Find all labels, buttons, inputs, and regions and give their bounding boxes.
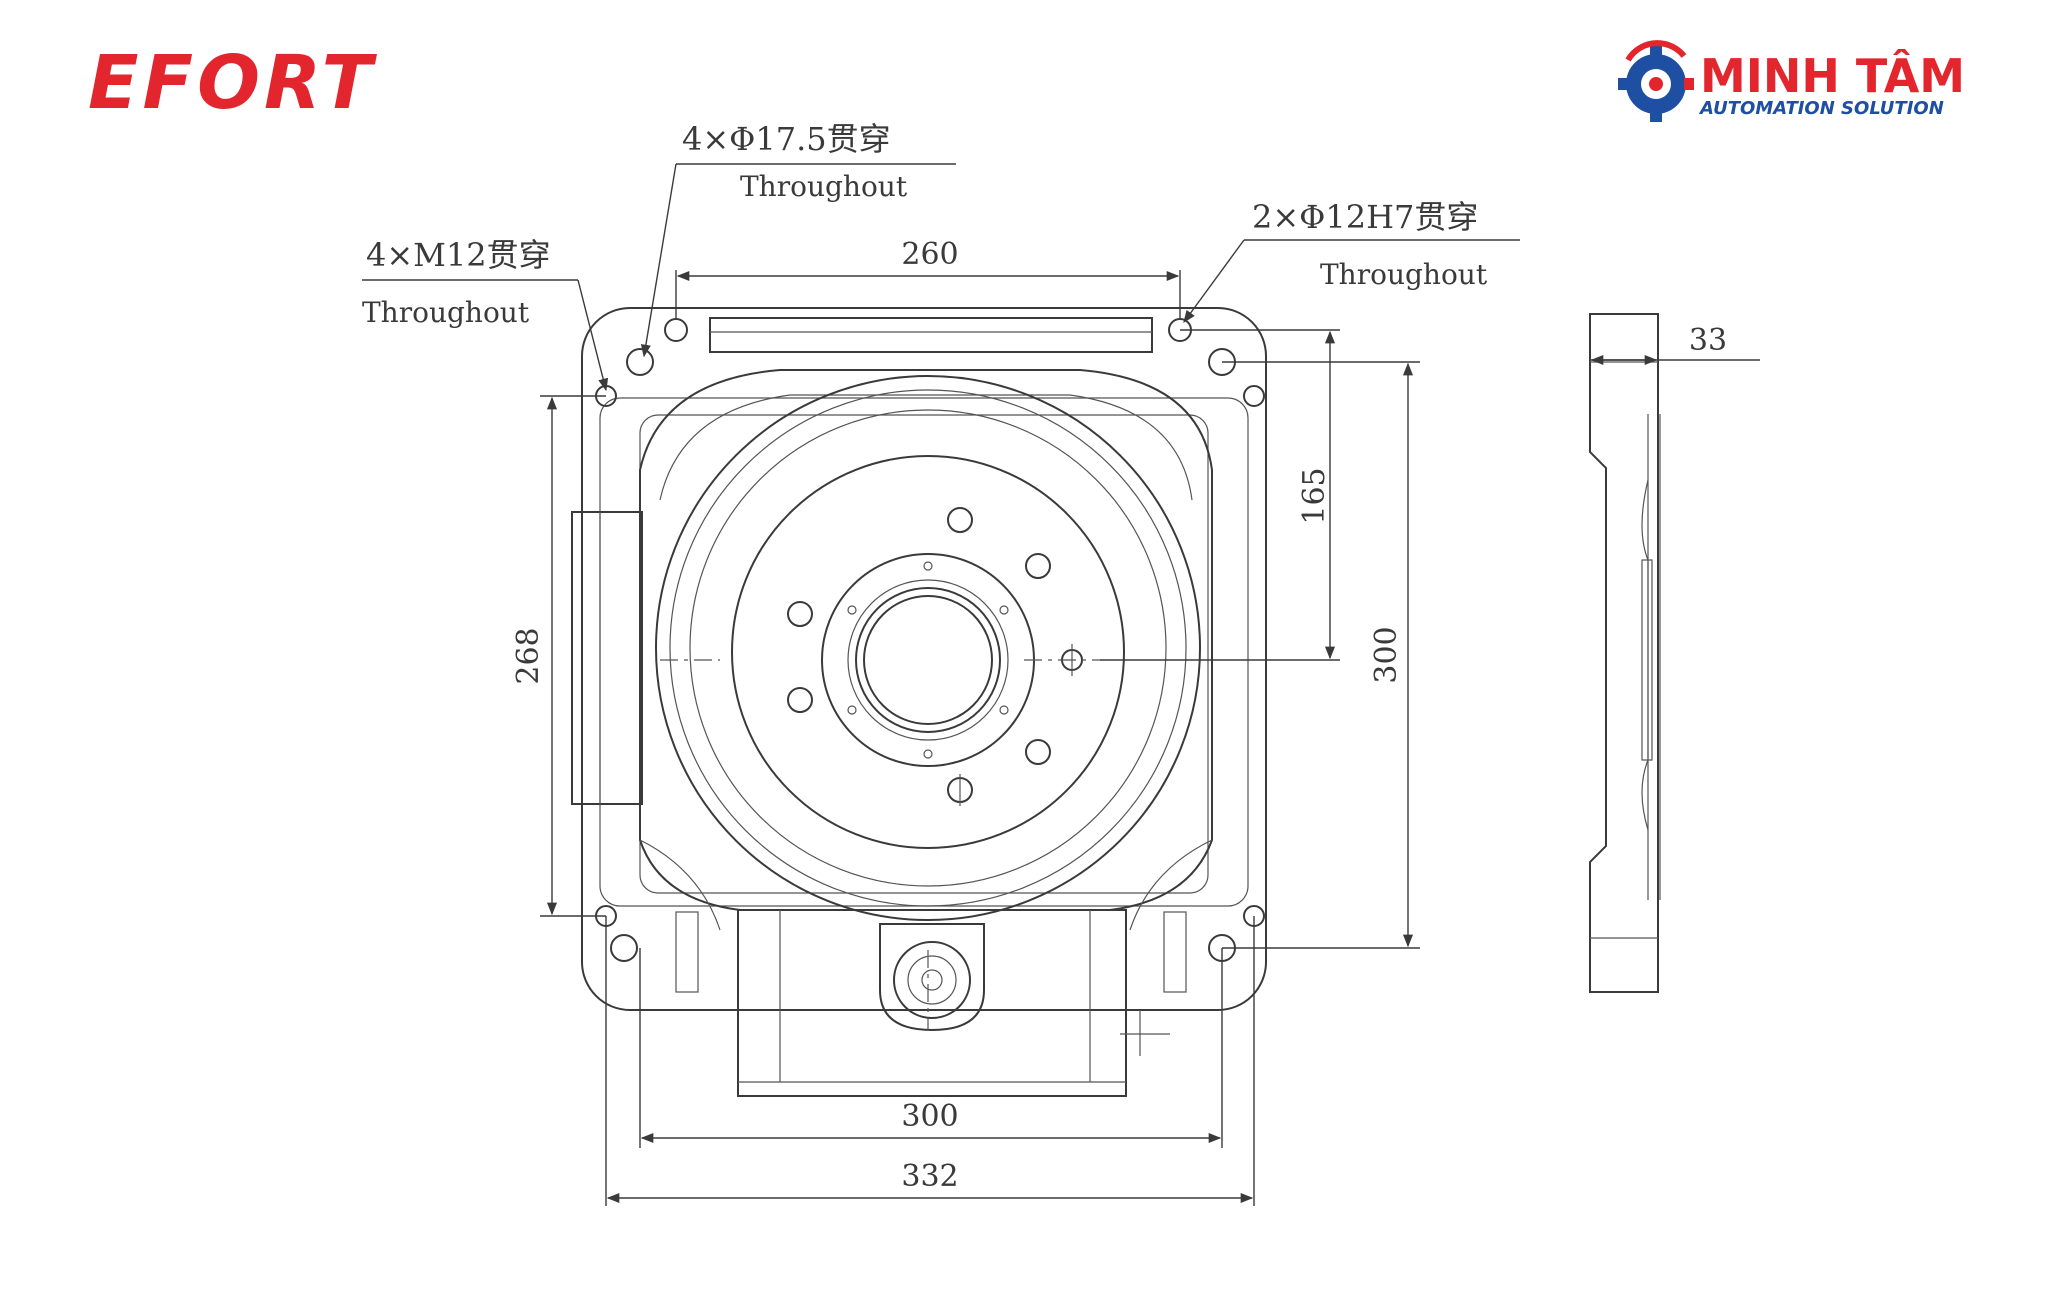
inner-plate [599,397,1249,907]
dim-bottom-inner-label: 300 [901,1099,958,1134]
callout-holes-17-5-spec: 4×Φ17.5贯穿 [682,120,891,158]
dim-top-label: 260 [901,237,958,272]
outer-plate [581,307,1267,1011]
dim-side-33: 33 [1590,323,1760,366]
dim-top-260: 260 [675,237,1181,320]
lower-gearbox [737,909,1127,1097]
minh-tam-logo-tagline: AUTOMATION SOLUTION [1698,98,1944,119]
centre-lines [660,659,1100,1030]
dim-bottom-outer-label: 332 [901,1159,958,1194]
dim-bottom-332: 332 [605,916,1255,1206]
motor-boss [879,923,985,1032]
efort-logo: EFORT [88,40,378,126]
top-cover [709,317,1153,353]
main-disk [731,455,1125,849]
dim-left-label: 268 [511,627,546,684]
callout-m12: 4×M12贯穿 Throughout [362,236,609,392]
callout-holes-17-5-note: Throughout [740,170,908,203]
dim-right-300: 300 [1222,361,1420,949]
disk-holes [787,507,1083,803]
callout-pin-12h7-spec: 2×Φ12H7贯穿 [1252,198,1478,236]
hub-holes [847,561,1009,759]
gear-icon [1618,40,1694,122]
left-housing [571,511,643,805]
callout-pin-12h7-note: Throughout [1320,258,1488,291]
dim-left-268: 268 [511,395,606,917]
dim-side-label: 33 [1689,323,1727,358]
plan-view [571,307,1267,1097]
dim-bottom-300: 300 [639,948,1223,1148]
minh-tam-logo-name: MINH TÂM [1700,49,1965,103]
housing-body [639,369,1213,911]
minh-tam-logo: MINH TÂM AUTOMATION SOLUTION [1618,40,1965,122]
callout-m12-spec: 4×M12贯穿 [366,236,551,274]
dim-right-outer-label: 300 [1369,626,1404,683]
center-bore [855,587,1001,733]
efort-logo-text: EFORT [88,40,378,126]
dim-right-165: 165 [1100,329,1340,661]
side-view: 33 [1589,313,1760,993]
hub-ring [821,553,1035,767]
main-disk-outer [655,375,1201,921]
side-profile [1589,313,1659,993]
callout-pin-12h7: 2×Φ12H7贯穿 Throughout [1183,198,1520,324]
dim-right-inner-label: 165 [1297,467,1332,524]
callout-holes-17-5: 4×Φ17.5贯穿 Throughout [640,120,956,358]
callout-m12-note: Throughout [362,296,530,329]
